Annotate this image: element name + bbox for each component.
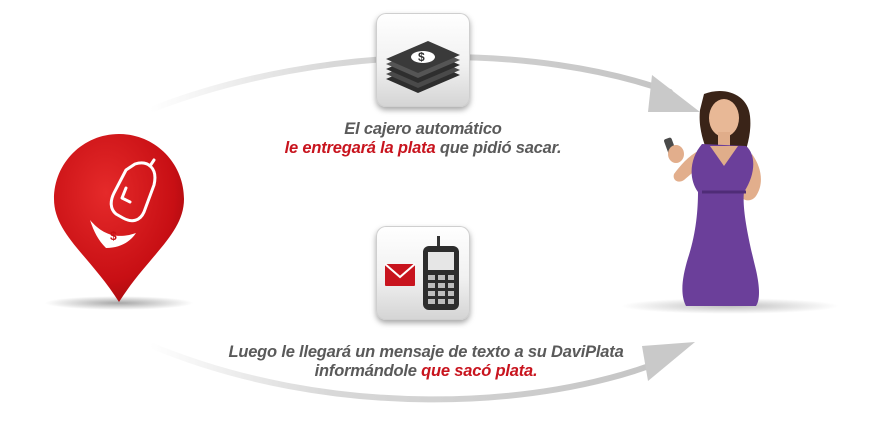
top-step-caption: El cajero automático le entregará la pla… — [240, 120, 606, 158]
top-caption-accent: le entregará la plata — [284, 139, 436, 157]
bottom-arrow — [147, 342, 668, 403]
envelope-icon — [384, 263, 416, 286]
cash-icon-box: $ — [376, 13, 470, 107]
cash-stack-icon: $ — [386, 41, 460, 93]
woman-with-phone-image — [664, 90, 761, 306]
sms-icons — [384, 236, 459, 310]
pin-shadow — [44, 296, 194, 310]
top-arrow-head — [648, 75, 700, 112]
daviplata-location-pin-icon: $ — [54, 134, 184, 302]
top-caption-line1: El cajero automático — [344, 120, 502, 138]
mobile-phone-icon — [423, 236, 459, 310]
bottom-caption-rest: informándole — [314, 362, 422, 380]
dollar-glyph: $ — [110, 229, 117, 243]
bottom-arrow-head — [642, 342, 695, 381]
top-caption-line2: le entregará la plata que pidió sacar. — [240, 139, 606, 158]
bottom-caption-line2: informándole que sacó plata. — [200, 362, 652, 381]
bottom-step-caption: Luego le llegará un mensaje de texto a s… — [200, 343, 652, 381]
svg-text:$: $ — [418, 50, 425, 64]
bottom-caption-accent: que sacó plata. — [421, 362, 538, 380]
bottom-caption-line1: Luego le llegará un mensaje de texto a s… — [228, 343, 624, 361]
top-caption-rest: que pidió sacar. — [435, 139, 562, 157]
sms-icon-box — [376, 226, 470, 320]
